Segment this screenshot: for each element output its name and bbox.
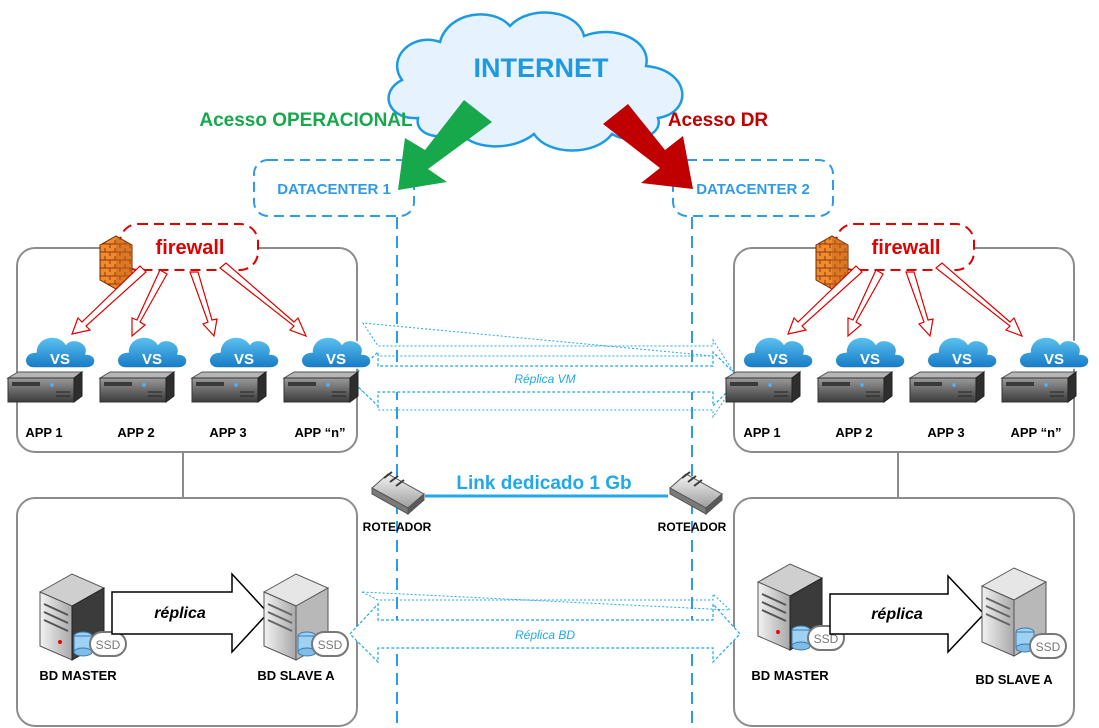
dc1-firewall-arrows bbox=[71, 262, 308, 338]
dc1-router-label: ROTEADOR bbox=[363, 520, 432, 534]
dc1-db-slave-ssd-icon bbox=[297, 631, 349, 657]
dc1-db-master-ssd-icon bbox=[73, 631, 127, 657]
dc1-app-4-rack-server-icon bbox=[282, 371, 360, 403]
dc2-replica-label: réplica bbox=[871, 606, 923, 623]
replica-bd-arrow-shadow bbox=[361, 591, 732, 611]
dc2-app-4-vs-cloud-icon: VS bbox=[1018, 336, 1090, 369]
dc1-app-label-4: APP “n” bbox=[294, 425, 345, 440]
dc1-app-label-2: APP 2 bbox=[117, 425, 154, 440]
dc2-db-slave-label: BD SLAVE A bbox=[975, 672, 1053, 687]
dc2-app-3-vs-cloud-icon: VS bbox=[926, 336, 998, 369]
dc1-db-group-box bbox=[16, 497, 358, 727]
dedicated-link-label: Link dedicado 1 Gb bbox=[456, 473, 631, 494]
dc2-app-3-rack-server-icon bbox=[908, 371, 986, 403]
dc1-app-2-vs-cloud-icon: VS bbox=[116, 336, 188, 369]
datacenter-1-label: DATACENTER 1 bbox=[277, 181, 391, 198]
dc2-db-master-ssd-label: SSD bbox=[814, 632, 839, 646]
vs-badge-label: VS bbox=[952, 351, 972, 368]
dc1-router-icon bbox=[371, 471, 425, 516]
dc1-replica-arrow bbox=[111, 572, 270, 654]
dc2-firewall-box bbox=[835, 223, 975, 271]
dc1-app-label-3: APP 3 bbox=[209, 425, 246, 440]
replica-bd-label: Réplica BD bbox=[515, 628, 575, 642]
internet-label: INTERNET bbox=[474, 53, 610, 83]
datacenter-2-label: DATACENTER 2 bbox=[696, 181, 810, 198]
dc1-app-4-vs-cloud-icon: VS bbox=[300, 336, 372, 369]
dc2-app-1-rack-server-icon bbox=[724, 371, 802, 403]
dc1-app-1-vs-cloud-icon: VS bbox=[24, 336, 96, 369]
dc1-app-label-1: APP 1 bbox=[25, 425, 62, 440]
dc2-db-master-label: BD MASTER bbox=[751, 668, 829, 683]
dc1-firewall-label: firewall bbox=[156, 237, 225, 259]
dc2-db-group-box bbox=[733, 497, 1075, 727]
dr-access-label: Acesso DR bbox=[668, 110, 769, 131]
dc2-app-1-vs-cloud-icon: VS bbox=[742, 336, 814, 369]
vs-badge-label: VS bbox=[142, 351, 162, 368]
operational-access-arrow bbox=[398, 100, 492, 190]
replica-bd-arrow bbox=[349, 602, 741, 664]
dc2-router-label: ROTEADOR bbox=[658, 520, 727, 534]
datacenter-1-box bbox=[253, 159, 415, 217]
dc1-app-3-vs-cloud-icon: VS bbox=[208, 336, 280, 369]
replica-vm-label: Réplica VM bbox=[514, 372, 575, 386]
dc1-app-2-rack-server-icon bbox=[98, 371, 176, 403]
dc2-db-slave-ssd-icon bbox=[1015, 627, 1067, 659]
dc1-app-1-rack-server-icon bbox=[6, 371, 84, 403]
dc2-app-4-rack-server-icon bbox=[1000, 371, 1078, 403]
apps-layer: VS APP 1 VS APP 2 VS APP 3 VS APP “n” VS APP 1 VS A… bbox=[6, 336, 1090, 440]
dc2-app-2-rack-server-icon bbox=[816, 371, 894, 403]
dc1-app-3-rack-server-icon bbox=[190, 371, 268, 403]
vs-badge-label: VS bbox=[50, 351, 70, 368]
vs-badge-label: VS bbox=[860, 351, 880, 368]
dc2-app-label-1: APP 1 bbox=[743, 425, 780, 440]
dc1-firewall-box bbox=[119, 223, 259, 271]
dc2-replica-arrow bbox=[829, 574, 986, 654]
dc2-firewall-label: firewall bbox=[872, 237, 941, 259]
dc2-firewall-arrows bbox=[787, 262, 1024, 338]
vs-badge-label: VS bbox=[1044, 351, 1064, 368]
dc1-db-master-label: BD MASTER bbox=[39, 668, 117, 683]
dc2-app-label-4: APP “n” bbox=[1010, 425, 1061, 440]
operational-access-label: Acesso OPERACIONAL bbox=[199, 110, 413, 131]
dc1-db-master-ssd-label: SSD bbox=[96, 638, 121, 652]
dc2-router-icon bbox=[669, 471, 723, 516]
dc1-replica-label: réplica bbox=[154, 605, 206, 622]
dc2-app-2-vs-cloud-icon: VS bbox=[834, 336, 906, 369]
vs-badge-label: VS bbox=[326, 351, 346, 368]
dc2-db-slave-ssd-label: SSD bbox=[1036, 640, 1061, 654]
vs-badge-label: VS bbox=[768, 351, 788, 368]
dc2-app-label-3: APP 3 bbox=[927, 425, 964, 440]
dc1-db-slave-ssd-label: SSD bbox=[318, 638, 343, 652]
dr-access-arrow bbox=[603, 104, 693, 189]
vs-badge-label: VS bbox=[234, 351, 254, 368]
dc1-db-slave-label: BD SLAVE A bbox=[257, 668, 335, 683]
datacenter-2-box bbox=[672, 159, 834, 217]
dc2-app-label-2: APP 2 bbox=[835, 425, 872, 440]
